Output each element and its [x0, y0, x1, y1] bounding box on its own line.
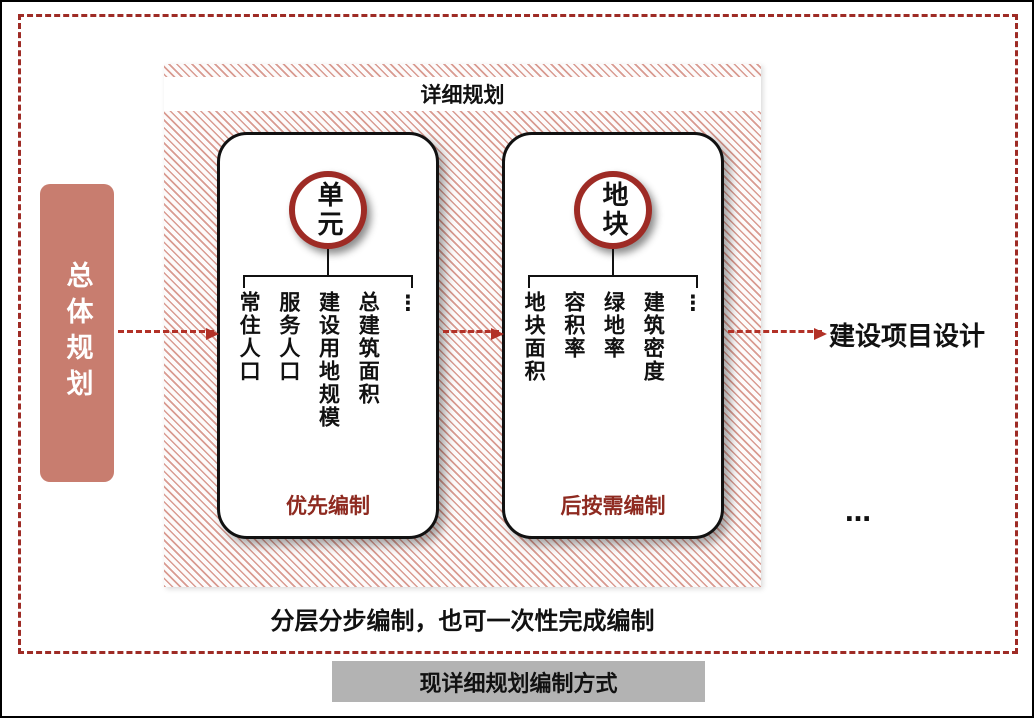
master-plan-label: 总体规划	[61, 261, 93, 405]
ellipsis-label: …	[845, 498, 873, 528]
dashed-arrow-plot-to-project	[728, 328, 827, 340]
metric-item: 绿地率	[601, 291, 626, 360]
dashed-arrow-master-to-unit	[118, 328, 219, 340]
master-plan-box: 总体规划	[40, 184, 114, 482]
project-design-label: 建设项目设计	[829, 322, 986, 352]
metric-item: 容积率	[561, 291, 586, 360]
metric-item: 服务人口	[276, 291, 301, 383]
unit-card-inner: 单元 常住人口 服务人口 建设用地规模 总建筑面积 ⋮	[220, 135, 436, 536]
arrowhead-icon	[814, 328, 827, 340]
plot-circle: 地块	[574, 171, 652, 249]
unit-bracket	[243, 275, 413, 288]
arrowhead-icon	[206, 328, 219, 340]
dashed-border-frame	[18, 14, 1018, 654]
bottom-title-label: 现详细规划编制方式	[419, 671, 618, 697]
plot-card-footer: 后按需编制	[560, 494, 666, 518]
plot-metrics: 地块面积 容积率 绿地率 建筑密度 ⋮	[522, 291, 705, 383]
metric-item: 总建筑面积	[356, 291, 381, 406]
arrowhead-icon	[491, 328, 504, 340]
unit-card-footer: 优先编制	[286, 494, 370, 518]
unit-circle-label: 单元	[313, 181, 343, 239]
metric-item: 常住人口	[237, 291, 262, 383]
dashed-arrow-unit-to-plot	[443, 328, 504, 340]
panel-title: 详细规划	[420, 83, 505, 107]
plot-card-inner: 地块 地块面积 容积率 绿地率 建筑密度 ⋮	[505, 135, 721, 536]
plot-circle-label: 地块	[598, 181, 628, 239]
unit-metrics: 常住人口 服务人口 建设用地规模 总建筑面积 ⋮	[237, 291, 420, 429]
metric-ellipsis: ⋮	[680, 291, 705, 317]
plot-card: 地块 地块面积 容积率 绿地率 建筑密度 ⋮ 后按需编制	[502, 132, 724, 539]
bottom-title-bar: 现详细规划编制方式	[332, 661, 705, 702]
plot-bracket	[528, 275, 698, 288]
metric-item: 建筑密度	[641, 291, 666, 383]
unit-circle: 单元	[289, 171, 367, 249]
unit-card: 单元 常住人口 服务人口 建设用地规模 总建筑面积 ⋮ 优先编制	[217, 132, 439, 539]
plot-stem-line	[612, 249, 614, 275]
unit-stem-line	[327, 249, 329, 275]
panel-title-band: 详细规划	[164, 77, 761, 111]
metric-item: 建设用地规模	[316, 291, 341, 429]
metric-item: 地块面积	[522, 291, 547, 383]
caption-text: 分层分步编制，也可一次性完成编制	[270, 607, 655, 635]
metric-ellipsis: ⋮	[395, 291, 420, 317]
